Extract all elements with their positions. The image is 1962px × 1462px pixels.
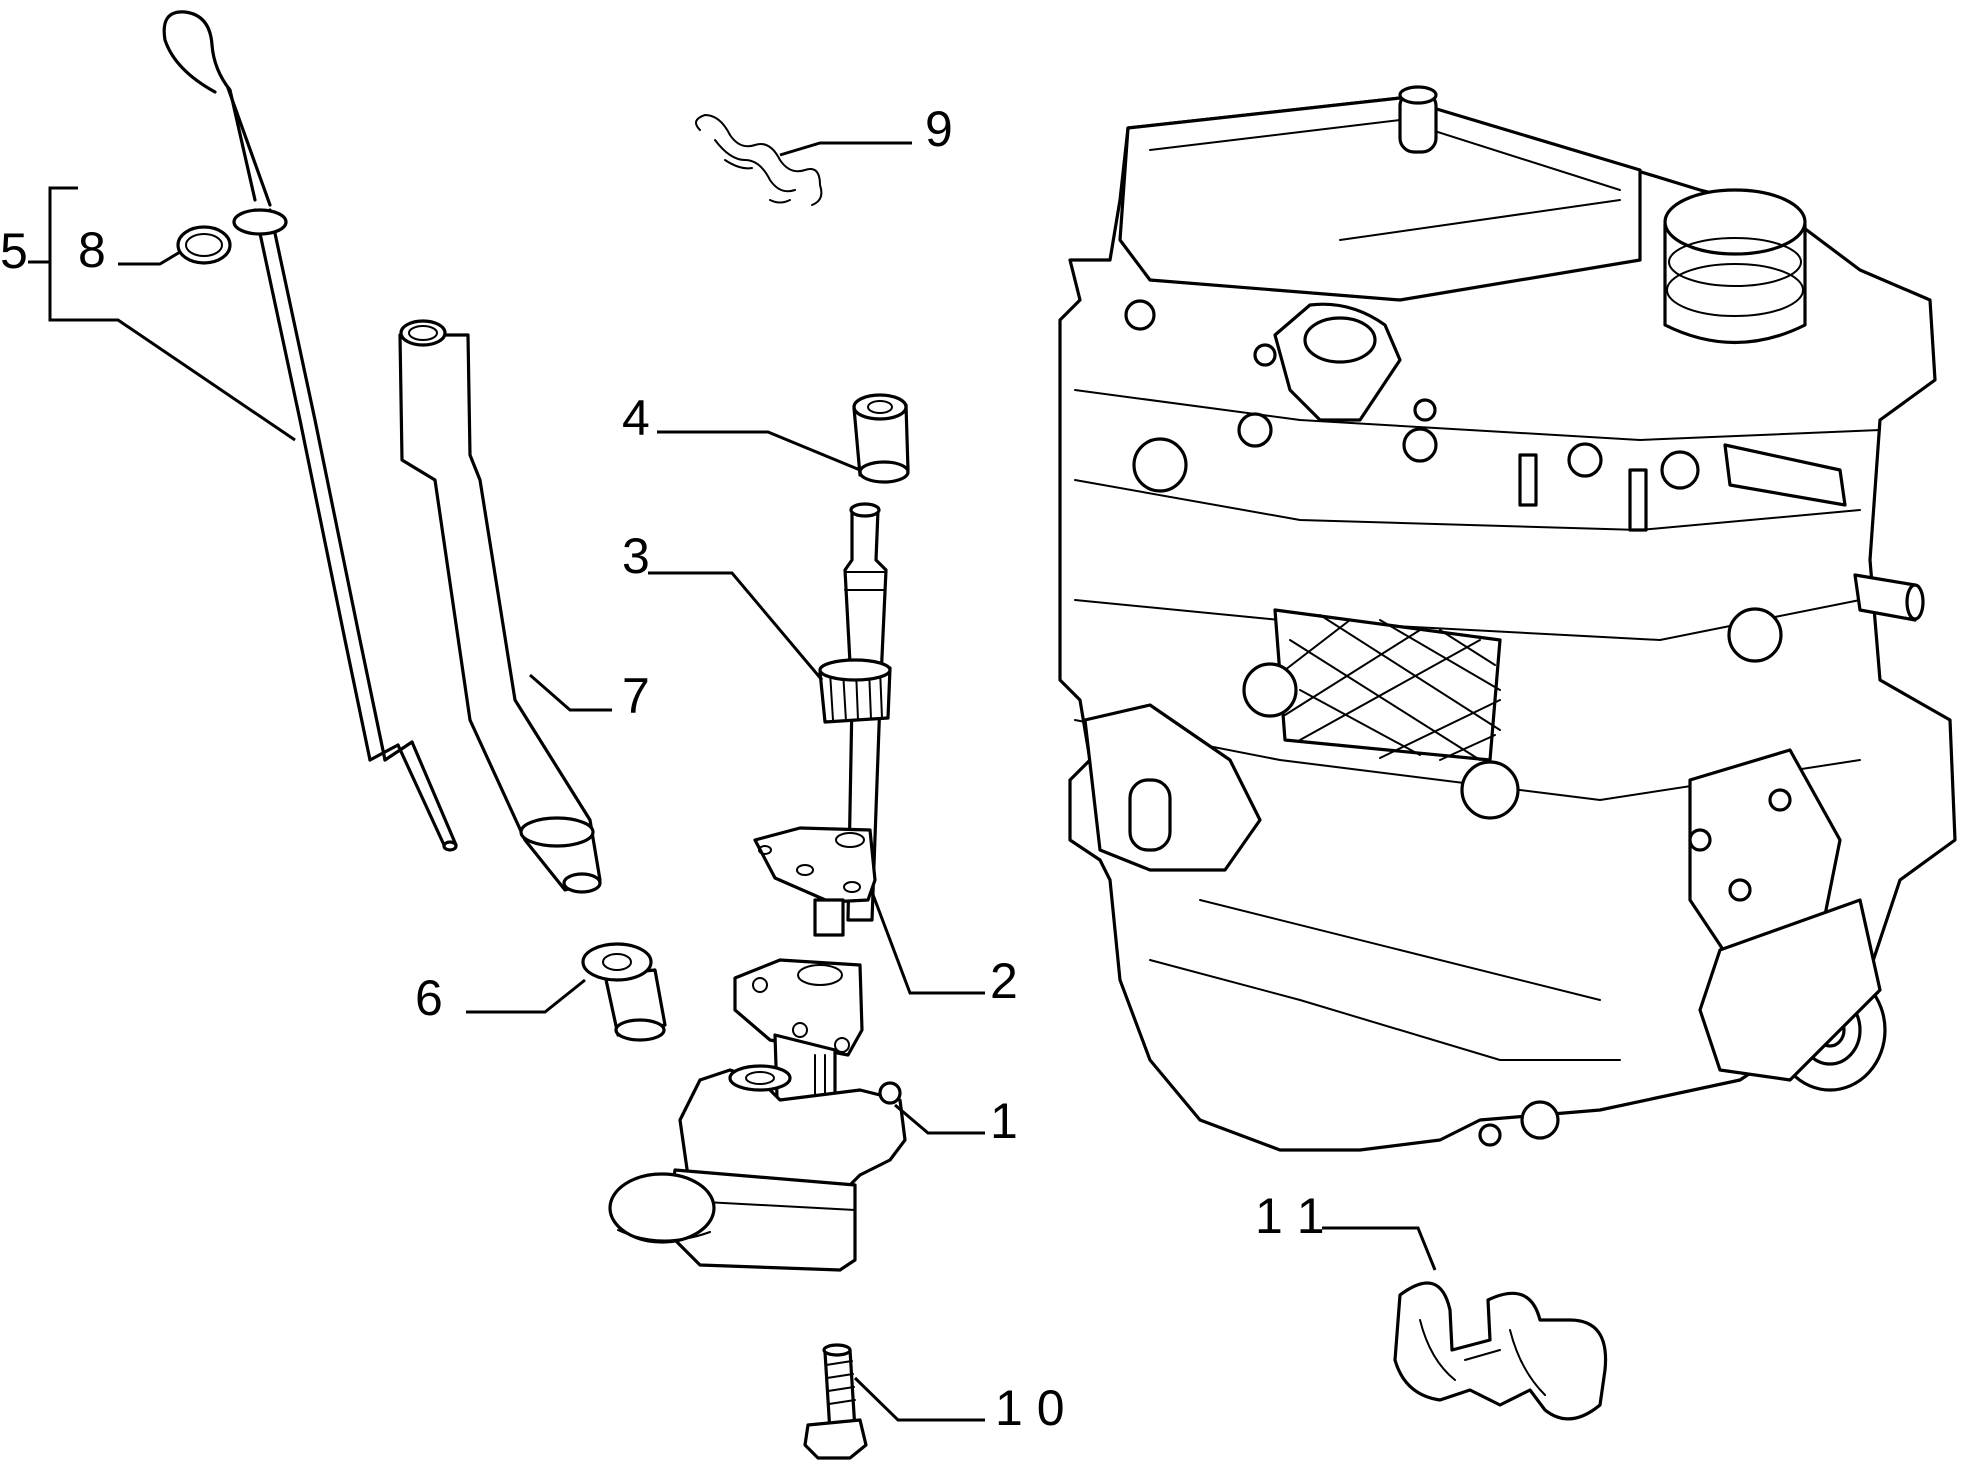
gasket <box>753 826 877 937</box>
callout-9: 9 <box>925 101 953 157</box>
bolt <box>803 1343 868 1460</box>
spring-clip <box>695 114 823 206</box>
engine-block <box>1058 85 1957 1152</box>
dipstick-tube <box>398 319 602 894</box>
bush <box>581 942 667 1042</box>
dipstick <box>162 10 458 852</box>
callout-5: 5 <box>0 223 28 279</box>
o-ring <box>176 225 232 265</box>
drive-gear <box>818 658 892 724</box>
callout-4: 4 <box>622 390 650 446</box>
leader-lines <box>28 141 1437 1422</box>
callout-10: 1 0 <box>995 1380 1065 1436</box>
callout-6: 6 <box>415 970 443 1026</box>
callout-1: 1 <box>990 1093 1018 1149</box>
drive-bushing <box>852 393 910 484</box>
callout-7: 7 <box>622 668 650 724</box>
mesh-panel <box>1273 608 1502 762</box>
callout-3: 3 <box>622 528 650 584</box>
callout-11: 1 1 <box>1255 1188 1325 1244</box>
callout-labels: 1 2 3 4 5 6 7 8 9 1 0 1 1 <box>0 101 1325 1436</box>
oil-pump <box>608 958 907 1272</box>
callout-2: 2 <box>990 953 1018 1009</box>
double-clip <box>1393 1281 1608 1421</box>
callout-8: 8 <box>78 222 106 278</box>
